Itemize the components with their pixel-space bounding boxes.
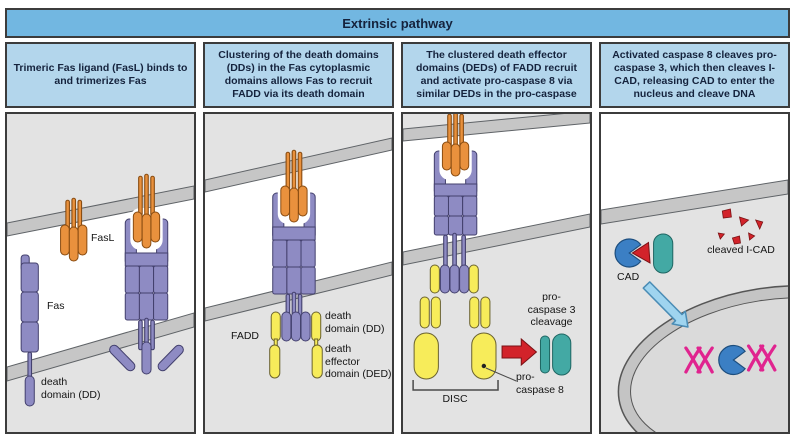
panel-1-art — [7, 114, 194, 432]
panel-4-art — [601, 179, 788, 432]
cleaved-icad-label: cleaved I-CAD — [707, 244, 775, 256]
panel-3-art — [403, 114, 590, 432]
target-membrane-band — [601, 179, 788, 225]
panel-cad-dna-cleavage: Activated caspase 8 cleaves pro-caspase … — [599, 42, 790, 434]
panel-3-header: The clustered death effector domains (DE… — [401, 42, 592, 108]
panel-3-diagram: pro- caspase 3 cleavage pro- caspase 8 D… — [401, 112, 592, 434]
disc-bracket — [412, 380, 499, 391]
panel-columns: Trimeric Fas ligand (FasL) binds to and … — [5, 42, 790, 434]
fadd-molecules — [269, 311, 323, 379]
panel-4-header: Activated caspase 8 cleaves pro-caspase … — [599, 42, 790, 108]
fas-trimer-with-fasl — [109, 173, 184, 375]
cad-label: CAD — [617, 271, 640, 283]
fadd-label: FADD — [231, 330, 260, 342]
panel-4-diagram: CAD cleaved I-CAD — [599, 112, 790, 434]
figure-title-bar: Extrinsic pathway — [5, 8, 790, 38]
cleaved-icad-fragments — [717, 208, 764, 245]
disc-complex — [413, 264, 497, 380]
cad-complex — [614, 233, 674, 274]
killer-cell-region — [205, 114, 392, 180]
fas-label: Fas — [47, 300, 65, 312]
fas-trimer-with-fasl — [433, 114, 478, 269]
death-domain-label: death domain (DD) — [41, 376, 101, 401]
disc-label: DISC — [442, 393, 468, 405]
target-cell-cytoplasm — [205, 275, 392, 432]
red-arrow-icon — [501, 337, 538, 367]
panel-2-art — [205, 114, 392, 432]
death-domain-label: death domain (DD) — [325, 310, 385, 335]
panel-fadd-recruitment: Clustering of the death domains (DDs) in… — [203, 42, 394, 434]
target-membrane-band — [403, 213, 590, 266]
panel-1-diagram: FasL Fas death domain (DD) — [5, 112, 196, 434]
nucleus — [617, 285, 788, 432]
fasl-label: FasL — [91, 232, 115, 244]
pro-caspase8-pointer — [481, 363, 517, 382]
clustered-death-domains — [281, 311, 311, 342]
killer-cell-region — [7, 114, 194, 223]
dna-icon — [684, 344, 777, 374]
death-effector-domain-label: death effector domain (DED) — [325, 343, 392, 381]
panel-procaspase8-activation: The clustered death effector domains (DE… — [401, 42, 592, 434]
panel-1-header: Trimeric Fas ligand (FasL) binds to and … — [5, 42, 196, 108]
panel-2-header: Clustering of the death domains (DDs) in… — [203, 42, 394, 108]
figure-title: Extrinsic pathway — [342, 15, 453, 31]
panel-2-diagram: FADD death domain (DD) death effector do… — [203, 112, 394, 434]
single-fas-receptor — [20, 254, 39, 407]
free-fasl-trimer — [60, 197, 88, 262]
blue-arrow-icon — [642, 281, 689, 328]
pro-caspase8-label: pro- caspase 8 — [516, 371, 564, 396]
panel-fasl-binding: Trimeric Fas ligand (FasL) binds to and … — [5, 42, 196, 434]
pro-caspase3-cleavage-label: pro- caspase 3 cleavage — [527, 291, 576, 329]
pro-caspase3-shapes — [539, 333, 572, 376]
cad-in-nucleus — [718, 344, 746, 376]
